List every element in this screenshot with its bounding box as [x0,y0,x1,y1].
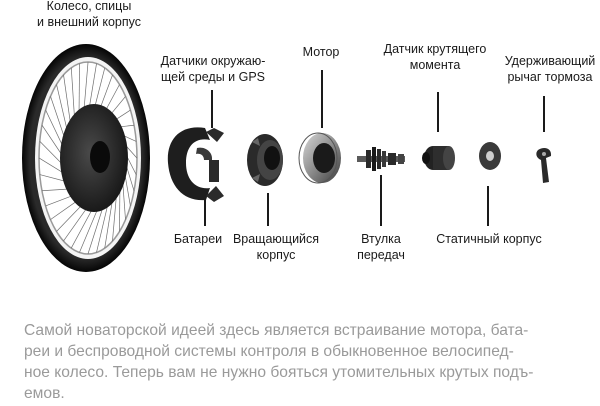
wheel-spoke [45,194,75,207]
wheel-spoke [70,205,95,249]
label-torque-sensor: Датчик крутящего момента [383,42,487,72]
wheel-spoke [93,67,106,111]
motor-part [298,132,341,184]
brake-arm-part [536,148,552,183]
battery-pack [167,127,224,202]
wheel-spoke [41,188,72,192]
wheel-spoke [83,61,89,113]
label-hub: Втулка передач [357,232,405,262]
leader-lines [204,70,545,226]
wheel-spoke [50,199,80,220]
wheel-spoke [88,63,97,111]
label-wheel: Колесо, спицы и внешний корпус [37,0,141,29]
wheel-spoke [78,63,80,117]
caption-text: Самой новаторской идеей здесь является в… [24,322,534,402]
wheel-spoke [63,205,90,242]
label-rotating-housing: Вращающийся корпус [232,232,320,262]
label-sensors: Датчики окружаю- щей среды и GPS [160,54,266,84]
exploded-wheel-diagram [22,44,552,272]
wheel-spoke [96,199,110,253]
wheel-spoke [79,205,100,253]
wheel-spoke [98,74,113,111]
wheel-spoke [50,96,67,142]
label-brake-arm: Удерживающий рычаг тормоза [504,54,596,84]
torque-sensor-part [422,146,455,170]
wheel [22,44,150,272]
label-static-housing: Статичный корпус [436,232,542,246]
wheel-spoke [56,202,84,232]
label-batteries: Батареи [173,232,223,246]
gear-hub-part [357,147,405,171]
rotating-housing-part [247,134,283,186]
wheel-spoke [87,202,105,255]
static-housing-part [479,142,501,170]
label-motor: Мотор [302,45,340,59]
wheel-spoke [70,67,76,122]
wheel-spoke [45,109,65,150]
wheel-spoke [63,74,72,128]
wheel-spoke [56,84,69,135]
